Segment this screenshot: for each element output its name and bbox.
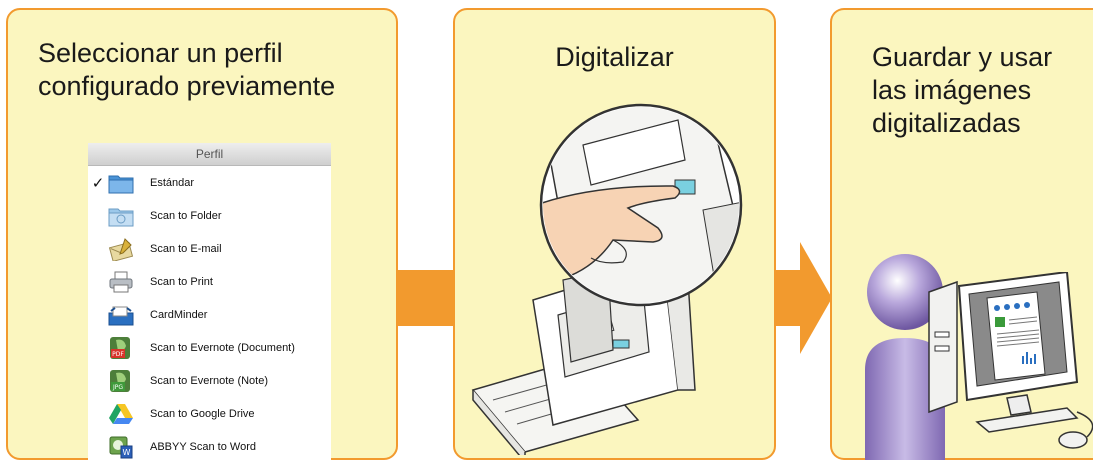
user-person-icon [865, 254, 945, 460]
menu-item-label: Scan to Evernote (Note) [150, 374, 269, 387]
menu-item-cardminder[interactable]: CardMinder [88, 298, 331, 331]
menu-item-abbyy-scan-to-word[interactable]: W ABBYY Scan to Word [88, 430, 331, 463]
step-panel-save-use: Guardar y usar las imágenes digitalizada… [830, 8, 1093, 460]
abbyy-icon: W [108, 435, 134, 459]
cardminder-icon [108, 303, 134, 327]
profile-menu: Perfil ✓ Estándar Scan to Folder Scan to… [88, 143, 331, 463]
menu-item-label: Estándar [150, 176, 195, 189]
menu-item-label: ABBYY Scan to Word [150, 440, 256, 453]
pdf-badge: PDF [112, 351, 124, 358]
menu-item-scan-to-evernote-document[interactable]: PDF Scan to Evernote (Document) [88, 331, 331, 364]
arrow-right-icon [398, 270, 454, 326]
menu-item-scan-to-evernote-note[interactable]: JPG Scan to Evernote (Note) [88, 364, 331, 397]
arrow-right-icon [776, 242, 832, 354]
step-panel-select-profile: Seleccionar un perfil configurado previa… [6, 8, 398, 463]
menu-item-scan-to-google-drive[interactable]: Scan to Google Drive [88, 397, 331, 430]
profile-menu-header: Perfil [88, 143, 331, 166]
menu-item-estandar[interactable]: ✓ Estándar [88, 166, 331, 199]
menu-item-scan-to-folder[interactable]: Scan to Folder [88, 199, 331, 232]
menu-item-label: Scan to Google Drive [150, 407, 255, 420]
computer-monitor-icon [928, 272, 1093, 449]
printer-icon [108, 270, 134, 294]
step-title-save-use: Guardar y usar las imágenes digitalizada… [872, 42, 1053, 138]
step-title-select-profile: Seleccionar un perfil configurado previa… [38, 38, 336, 101]
menu-item-label: CardMinder [150, 308, 208, 321]
menu-item-label: Scan to Print [150, 275, 213, 288]
folder-icon [108, 171, 134, 195]
evernote-pdf-icon: PDF [108, 336, 134, 360]
google-drive-icon [108, 402, 134, 426]
svg-text:W: W [123, 448, 131, 457]
menu-item-scan-to-print[interactable]: Scan to Print [88, 265, 331, 298]
folder-icon [108, 204, 134, 228]
step-panel-scan: Digitalizar [453, 8, 776, 460]
menu-item-label: Scan to Folder [150, 209, 222, 222]
scanner-illustration [471, 103, 743, 455]
email-icon [108, 237, 134, 261]
step-title-scan: Digitalizar [555, 42, 674, 72]
checkmark-icon: ✓ [91, 174, 105, 192]
menu-item-label: Scan to E-mail [150, 242, 222, 255]
evernote-jpg-icon: JPG [108, 369, 134, 393]
menu-item-scan-to-email[interactable]: Scan to E-mail [88, 232, 331, 265]
menu-item-label: Scan to Evernote (Document) [150, 341, 295, 354]
jpg-badge: JPG [112, 384, 123, 391]
